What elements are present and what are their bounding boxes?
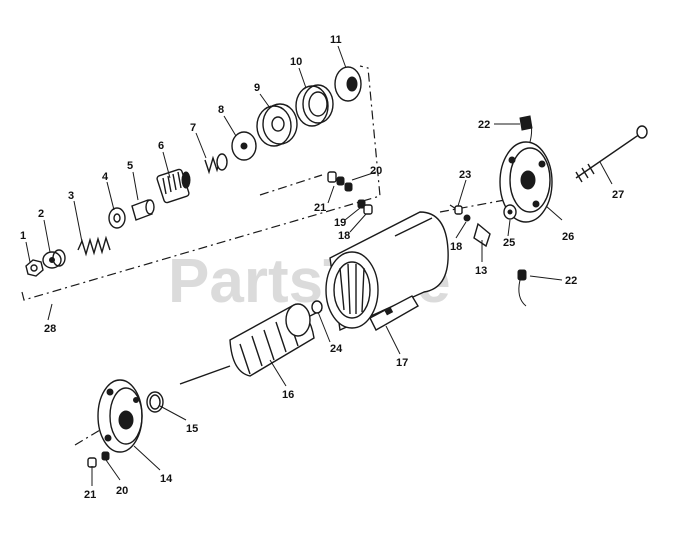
callout-25: 25: [503, 237, 515, 249]
part-1-nut: [25, 259, 44, 277]
part-11-retainer: [334, 66, 362, 102]
callout-22-upper: 22: [478, 119, 490, 131]
part-25-nut: [503, 204, 517, 220]
callout-1: 1: [20, 230, 26, 242]
part-17-frame-housing: [325, 211, 449, 332]
callout-11: 11: [330, 34, 342, 46]
callout-10: 10: [290, 56, 302, 68]
part-7-clutch: [204, 153, 228, 175]
callout-5: 5: [127, 160, 133, 172]
callout-9: 9: [254, 82, 260, 94]
callout-21-upper: 21: [314, 202, 326, 214]
part-4-washer: [108, 207, 126, 229]
drive-assembly-bracket: [21, 65, 381, 301]
part-20-washer-lower: [101, 451, 110, 461]
callout-23: 23: [459, 169, 471, 181]
callout-8: 8: [218, 104, 224, 116]
part-24-washer: [311, 300, 323, 314]
part-14-drive-end-cap: [97, 379, 143, 453]
part-21-nut-lower: [87, 457, 97, 468]
part-8-washer: [231, 131, 257, 161]
part-22-brush-upper: [519, 115, 533, 143]
callout-14: 14: [160, 473, 173, 485]
part-9-cap: [256, 103, 298, 147]
part-16-armature: [179, 303, 323, 385]
part-10-spacer-ring: [295, 84, 334, 127]
part-26-end-cap: [499, 141, 553, 223]
part-3-spring: [77, 235, 111, 257]
callout-18-lower: 18: [450, 241, 462, 253]
part-13-bolt: [473, 222, 491, 248]
part-22-brush-lower: [517, 269, 527, 307]
callout-15: 15: [186, 423, 198, 435]
callout-20-lower: 20: [116, 485, 128, 497]
part-19-washer: [357, 199, 366, 209]
part-27-through-bolt: [575, 125, 648, 183]
part-18-insulator-lower: [463, 214, 471, 222]
callout-4: 4: [102, 171, 109, 183]
part-20-washer-upper: [336, 176, 345, 186]
callout-13: 13: [475, 265, 487, 277]
callout-6: 6: [158, 140, 164, 152]
small-hardware-lower: [87, 451, 110, 468]
callout-3: 3: [68, 190, 74, 202]
callout-17: 17: [396, 357, 408, 369]
callout-20-upper: 20: [370, 165, 382, 177]
callout-22-lower: 22: [565, 275, 577, 287]
callout-7: 7: [190, 122, 196, 134]
callout-21-lower: 21: [84, 489, 96, 501]
callout-19: 19: [334, 217, 346, 229]
part-6-pinion-gear: [156, 168, 191, 204]
part-5-sleeve: [131, 199, 155, 221]
callout-24: 24: [330, 343, 343, 355]
callout-18-upper: 18: [338, 230, 350, 242]
part-18-insulator-upper: [363, 204, 373, 215]
callout-labels: 1 2 3 4 5 6 7 8 9 10 11 20 21 19 18 22 2…: [20, 34, 624, 501]
callout-28: 28: [44, 323, 56, 335]
part-2-collar: [42, 249, 66, 269]
part-15-washer: [146, 391, 164, 413]
part-21-nut-upper: [327, 171, 337, 183]
callout-27: 27: [612, 189, 624, 201]
terminal-hardware: [454, 205, 491, 248]
small-hardware-upper: [327, 171, 373, 215]
callout-26: 26: [562, 231, 574, 243]
part-23-terminal: [454, 205, 463, 215]
callout-16: 16: [282, 389, 294, 401]
callout-2: 2: [38, 208, 44, 220]
callout-leaders: [25, 45, 613, 486]
